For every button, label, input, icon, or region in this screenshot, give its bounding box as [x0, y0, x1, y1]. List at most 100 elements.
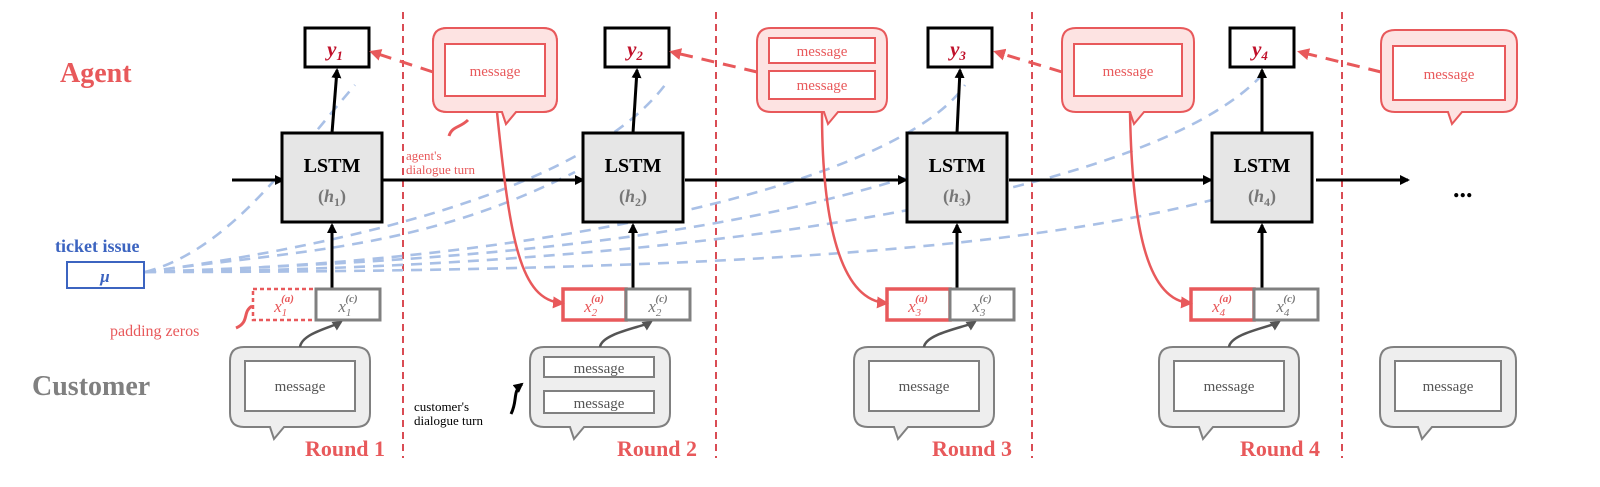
- agent-input-sup-3: (a): [915, 293, 928, 305]
- agent-to-output-arrow-2: [669, 48, 758, 74]
- customer-turn-label-line2: dialogue turn: [414, 413, 483, 428]
- round-separators: [402, 12, 1343, 458]
- hidden-state-symbol-2: h: [625, 186, 635, 206]
- agent-message-to-input-arrow-4: [1128, 111, 1193, 309]
- agent-input-sub-3: 3: [915, 307, 922, 319]
- customer-input-label-3: x3 (c): [971, 293, 991, 319]
- agent-input-symbol-2: x: [583, 297, 592, 316]
- output-box-1: [303, 26, 371, 69]
- customer-message-box-2a: [543, 356, 655, 378]
- customer-input-sup-4: (c): [1283, 293, 1295, 305]
- agent-role-label: Agent: [60, 58, 132, 89]
- rounds-layer: LSTM(h1)y1x1(a)x1(c)messagemessageRound …: [229, 26, 1518, 461]
- agent-message-box-4: [1073, 43, 1183, 97]
- ticket-issue-symbol: μ: [99, 267, 109, 286]
- agent-message-to-input-arrow-3: [820, 111, 889, 309]
- customer-input-sub-3: 3: [979, 307, 986, 319]
- customer-input-arrow-3: [922, 320, 977, 348]
- customer-input-arrow-1: [298, 320, 343, 348]
- agent-input-label-3: x3 (a): [907, 293, 928, 319]
- agent-input-sup-4: (a): [1219, 293, 1232, 305]
- agent-input-symbol-3: x: [907, 297, 916, 316]
- agent-message-box-5: [1392, 45, 1506, 101]
- agent-input-label-2: x2(a): [583, 293, 604, 319]
- round-label-4: Round 4: [1240, 436, 1320, 461]
- agent-message-to-input-arrow-2: [495, 111, 565, 309]
- hidden-state-symbol-3: h: [949, 186, 959, 206]
- lstm-label-2: LSTM: [605, 155, 662, 177]
- agent-to-output-arrow-4: [1297, 48, 1382, 74]
- agent-input-sub-2: 2: [592, 307, 598, 319]
- agent-input-box-1: [251, 287, 318, 322]
- output-symbol-2: y: [624, 37, 637, 61]
- agent-message-text-2: message: [470, 64, 521, 80]
- customer-input-sub-4: 4: [1284, 307, 1290, 319]
- customer-message-text-2a: message: [574, 361, 625, 377]
- output-sub-1: 1: [336, 48, 343, 63]
- agent-turn-label-line1: agent's: [406, 148, 442, 163]
- customer-message-box-2b: [543, 390, 655, 414]
- customer-message-text-5: message: [1423, 379, 1474, 395]
- agent-message-box-3a: [768, 37, 876, 64]
- customer-message-text-4: message: [1204, 379, 1255, 395]
- lstm-label-1: LSTM: [304, 155, 361, 177]
- hidden-state-close-3: ): [965, 186, 971, 207]
- customer-input-symbol-3: x: [971, 297, 980, 316]
- output-sub-2: 2: [635, 48, 643, 63]
- customer-role-label: Customer: [32, 371, 150, 402]
- customer-input-symbol-1: x: [337, 297, 346, 316]
- customer-message-box-1: [244, 360, 356, 412]
- customer-message-box-3: [868, 360, 980, 412]
- round-label-3: Round 3: [932, 436, 1012, 461]
- customer-input-box-1: [314, 287, 382, 322]
- agent-turn-arrow: [447, 118, 470, 137]
- output-box-2: [603, 26, 671, 69]
- customer-input-sup-2: (c): [655, 293, 667, 305]
- customer-turn-label-line1: customer's: [414, 399, 469, 414]
- agent-message-text-3a: message: [797, 44, 848, 60]
- output-symbol-1: y: [324, 37, 337, 61]
- round-2: LSTM(h2)y2x2(a)x2(c)messagemessagemessag…: [432, 26, 697, 461]
- customer-input-sup-3: (c): [979, 293, 991, 305]
- agent-message-box-2: [444, 43, 546, 97]
- customer-input-box-4: [1252, 287, 1320, 322]
- round-3: LSTM(h3)y3x3(a)x3(c)messagemessagemessag…: [756, 26, 1016, 461]
- ticket-context-lines: [144, 74, 1263, 274]
- hidden-state-sub-2: 2: [635, 195, 641, 209]
- ellipsis: ...: [1453, 174, 1473, 203]
- round-label-2: Round 2: [617, 436, 697, 461]
- hidden-state-close-2: ): [641, 186, 647, 207]
- round-4: LSTM(h4)y4x4(a)x4(c)messagemessageRound …: [1061, 26, 1320, 461]
- output-sub-3: 3: [958, 48, 966, 63]
- agent-message-box-3b: [768, 70, 876, 100]
- customer-input-arrow-4: [1227, 320, 1281, 348]
- agent-to-output-arrow-1: [369, 49, 434, 74]
- agent-message-text-4: message: [1103, 64, 1154, 80]
- output-box-3: [926, 26, 994, 69]
- hidden-state-4: (h4): [1248, 186, 1276, 209]
- agent-input-label-1: x1(a): [273, 293, 294, 319]
- output-arrow-1: [330, 68, 342, 134]
- hidden-state-close-1: ): [340, 186, 346, 207]
- output-label-3: y3: [947, 37, 966, 63]
- agent-input-sub-1: 1: [282, 307, 288, 319]
- customer-input-sub-2: 2: [656, 307, 662, 319]
- hidden-state-1: (h1): [318, 186, 346, 209]
- lstm-cell-2: [581, 131, 685, 224]
- agent-input-symbol-4: x: [1211, 297, 1220, 316]
- customer-input-label-1: x1(c): [337, 293, 357, 319]
- output-label-1: y1: [324, 37, 343, 63]
- customer-message-box-5: [1394, 360, 1502, 412]
- customer-input-label-2: x2(c): [647, 293, 667, 319]
- padding-zeros-arrow: [235, 304, 253, 330]
- hidden-state-symbol-1: h: [324, 186, 334, 206]
- lstm-label-4: LSTM: [1234, 155, 1291, 177]
- customer-input-sup-1: (c): [345, 293, 357, 305]
- agent-input-label-4: x4(a): [1211, 293, 1232, 319]
- hidden-state-sub-3: 3: [959, 195, 965, 209]
- output-sub-4: 4: [1260, 48, 1268, 63]
- agent-input-sup-1: (a): [281, 293, 294, 305]
- output-arrow-2: [631, 68, 642, 134]
- customer-input-box-3: [948, 287, 1016, 322]
